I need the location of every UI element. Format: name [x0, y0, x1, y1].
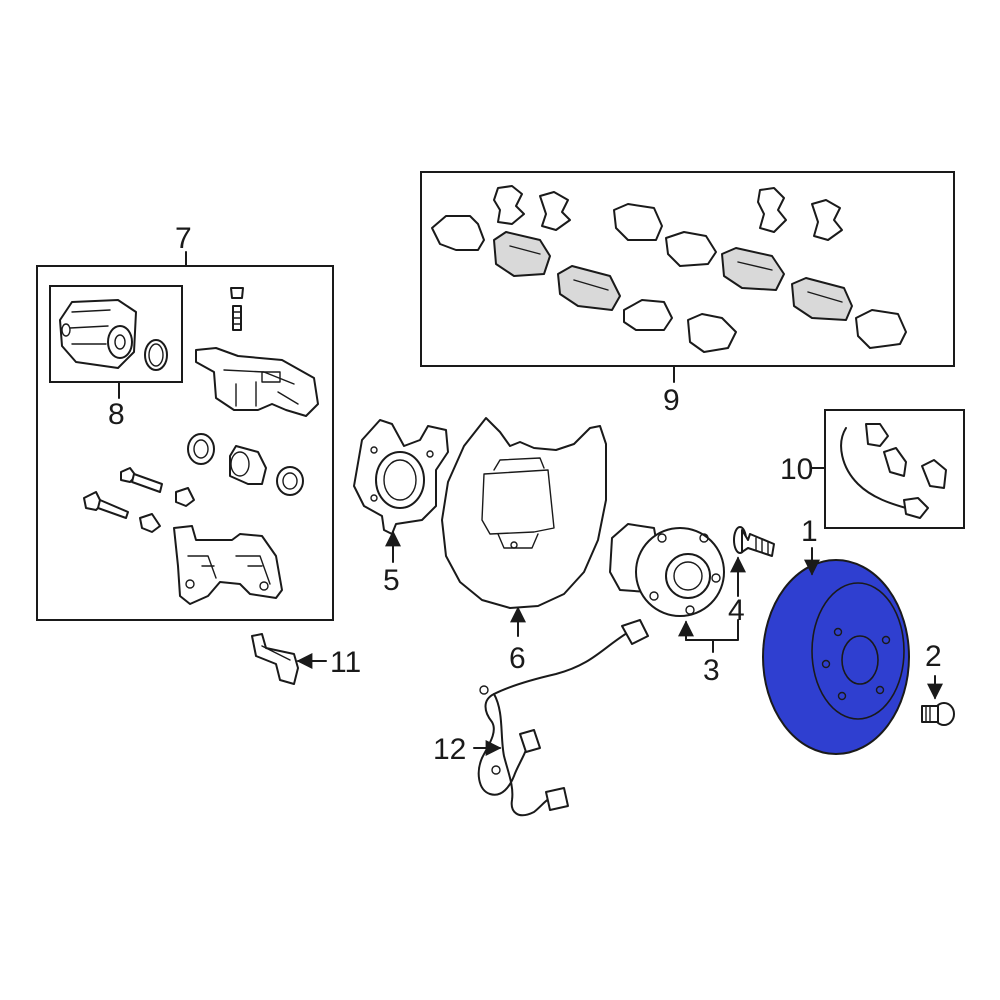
- brake-pad-kit-group: 9: [420, 171, 955, 417]
- callout-2[interactable]: 2: [925, 640, 942, 673]
- rotor-screw-icon: [921, 702, 955, 726]
- splash-shield-icon: [441, 417, 607, 609]
- callout-8[interactable]: 8: [108, 398, 125, 431]
- callout-11[interactable]: 11: [330, 646, 361, 679]
- piston-seal-set-icon: [187, 433, 304, 496]
- pad-shim-icon: [431, 203, 907, 353]
- caliper-bracket-icon: [353, 419, 449, 535]
- caliper-assembly-group: 7 8: [36, 222, 334, 621]
- callout-6[interactable]: 6: [509, 642, 526, 675]
- callout-10[interactable]: 10: [780, 453, 813, 486]
- parking-brake-motor-icon: [59, 299, 168, 371]
- caliper-mount-bracket-icon: [173, 525, 283, 605]
- brake-pad-icon: [493, 231, 853, 321]
- callout-12[interactable]: 12: [433, 733, 466, 766]
- bleeder-screw-icon: [230, 287, 244, 331]
- callout-9[interactable]: 9: [663, 384, 680, 417]
- clip-icon: [251, 633, 299, 685]
- abs-sensor-icon: [477, 619, 649, 817]
- guide-pin-set-icon: [83, 467, 195, 533]
- brake-pad-kit-box: [420, 171, 955, 367]
- brake-hose-icon: [840, 423, 947, 519]
- brake-hose-group: 10: [780, 409, 965, 529]
- hub-assembly-icon: [609, 523, 725, 617]
- callout-4[interactable]: 4: [728, 594, 745, 627]
- brake-rotor-icon[interactable]: [762, 559, 910, 755]
- callout-3[interactable]: 3: [703, 654, 720, 687]
- pad-clip-icon: [493, 185, 843, 241]
- callout-1[interactable]: 1: [801, 515, 818, 548]
- caliper-body-icon: [195, 347, 319, 417]
- callout-7[interactable]: 7: [175, 222, 192, 255]
- parking-motor-box: [49, 285, 183, 383]
- wheel-stud-icon: [733, 526, 775, 557]
- callout-5[interactable]: 5: [383, 564, 400, 597]
